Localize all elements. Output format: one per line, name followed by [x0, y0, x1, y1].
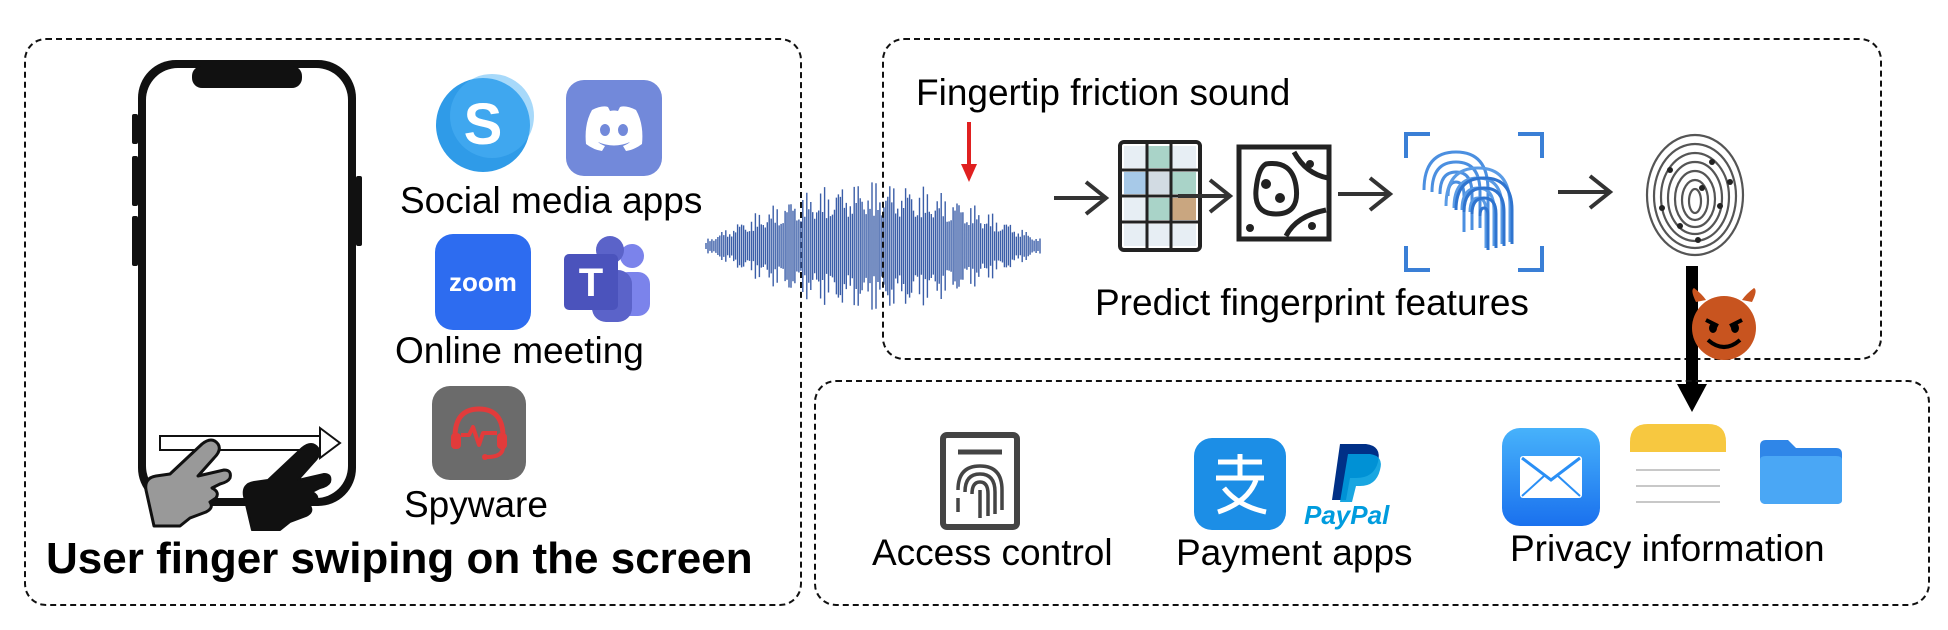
black-hand-icon — [242, 443, 332, 531]
spectrogram-grid-icon — [1118, 140, 1202, 252]
alipay-icon — [1194, 438, 1286, 530]
phone-illustration — [132, 60, 362, 506]
target-applications-panel — [814, 380, 1930, 606]
pipeline-arrow-2 — [1178, 178, 1234, 214]
phone-power-button — [356, 176, 362, 246]
phone-notch — [192, 66, 302, 88]
waveform-path — [705, 182, 1041, 310]
phone-volume-down — [132, 216, 138, 266]
access-control-label: Access control — [872, 532, 1113, 573]
spyware-label: Spyware — [404, 484, 548, 525]
feature-prediction-caption: Predict fingerprint features — [1095, 282, 1529, 323]
spyware-headset-icon — [432, 386, 526, 480]
teams-icon: T — [564, 236, 650, 322]
classifier-box-icon — [1236, 144, 1332, 242]
social-media-label: Social media apps — [400, 180, 703, 221]
red-down-arrow — [961, 122, 977, 182]
sound-waveform — [705, 182, 1041, 310]
devil-attacker-icon — [1692, 288, 1756, 360]
phone-screen — [146, 68, 348, 498]
online-meeting-label: Online meeting — [395, 330, 644, 371]
pipeline-arrow-4 — [1558, 174, 1614, 210]
paypal-wordmark: PayPal — [1304, 500, 1390, 530]
files-folder-icon — [1760, 440, 1842, 504]
left-panel — [24, 38, 802, 606]
fingerprint-features-icon — [1404, 132, 1544, 272]
reconstructed-fingerprint-icon — [1645, 133, 1745, 257]
notes-icon — [1630, 424, 1726, 520]
mail-icon — [1502, 428, 1600, 526]
feature-prediction-panel — [882, 38, 1882, 360]
access-control-fingerprint-icon — [940, 432, 1020, 530]
gray-hand-icon — [144, 438, 232, 528]
friction-sound-label: Fingertip friction sound — [916, 72, 1291, 113]
phone-volume-up — [132, 156, 138, 206]
phone-side-buttons — [132, 114, 138, 144]
skype-letter: S — [464, 92, 503, 157]
payment-apps-label: Payment apps — [1176, 532, 1413, 573]
zoom-text: zoom — [449, 266, 517, 297]
skype-icon: S — [434, 74, 534, 174]
zoom-icon: zoom — [435, 234, 531, 330]
left-panel-caption: User finger swiping on the screen — [46, 534, 753, 583]
teams-letter: T — [579, 261, 603, 305]
discord-icon — [566, 80, 662, 176]
privacy-information-label: Privacy information — [1510, 528, 1825, 569]
pipeline-arrow-3 — [1338, 176, 1394, 212]
paypal-logo-icon — [1332, 444, 1381, 502]
pipeline-arrow-1 — [1054, 180, 1110, 216]
